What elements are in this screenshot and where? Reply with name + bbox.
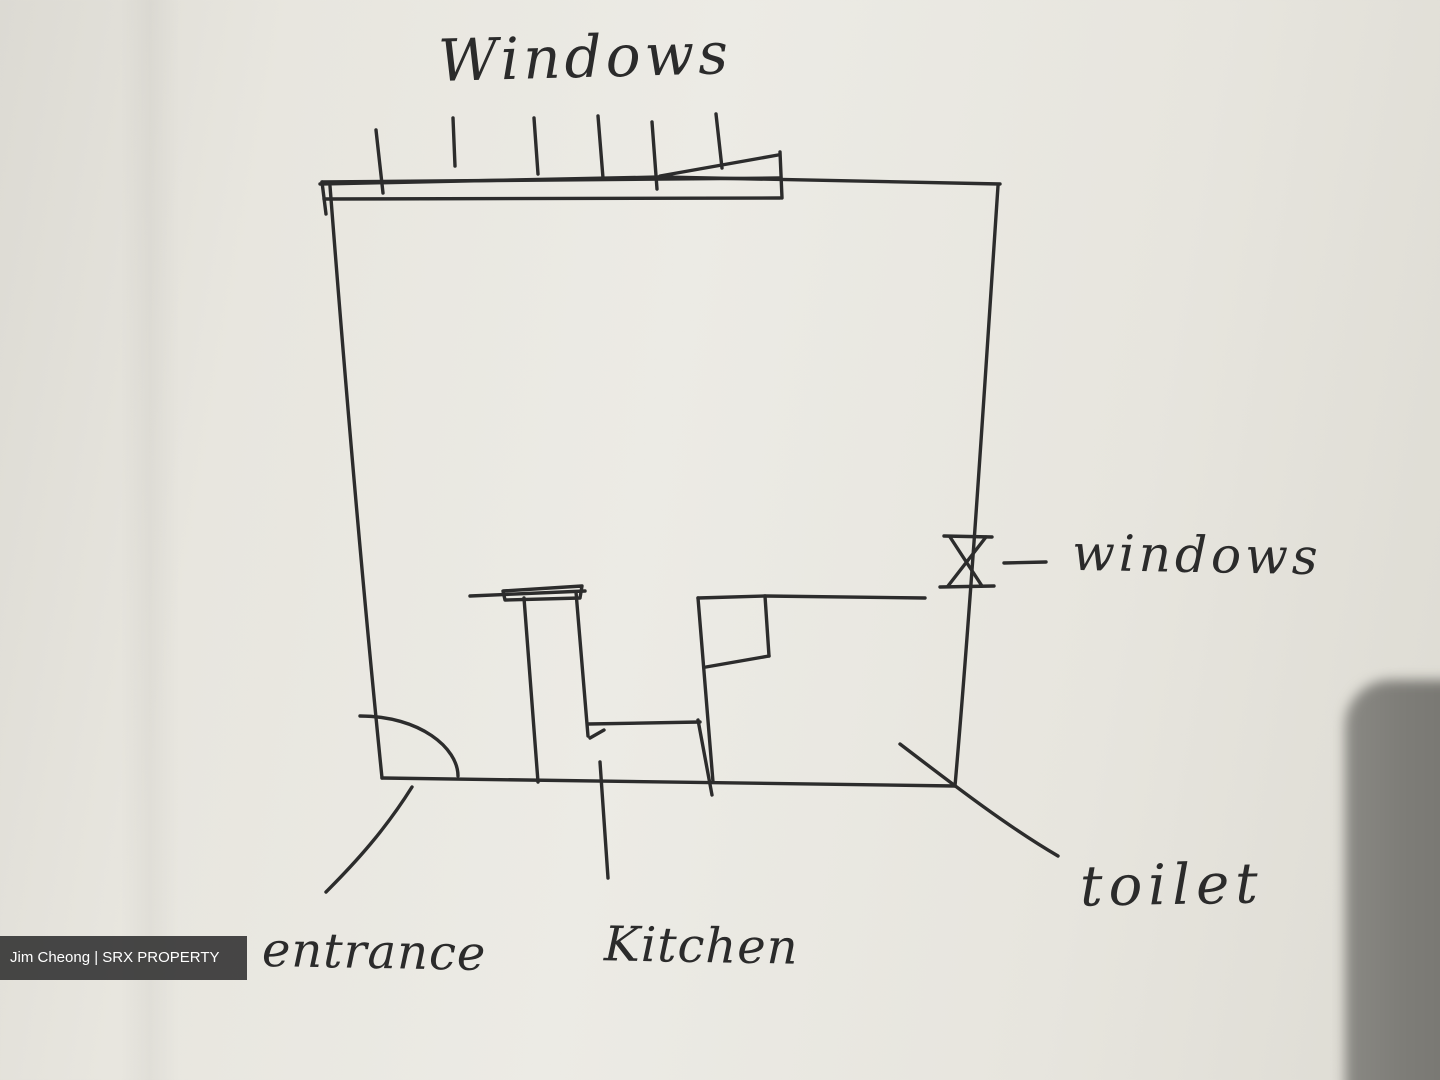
watermark-banner: Jim Cheong | SRX PROPERTY (0, 936, 247, 980)
toilet-wall-box-bottom (704, 654, 771, 669)
toilet-walls (696, 594, 927, 784)
top-windows-label: Windows (437, 19, 733, 95)
window-strip-left-end (320, 180, 328, 216)
window-tick-2 (451, 116, 457, 168)
top-window-strip (320, 112, 784, 216)
entrance-label: entrance (261, 922, 487, 982)
window-tick-5 (650, 120, 659, 191)
kitchen-inner-line (588, 728, 606, 740)
side-window-leader-line (1002, 560, 1048, 565)
side-windows-label: windows (1071, 523, 1323, 587)
side-window-symbol (938, 534, 1048, 589)
kitchen-wall-right (696, 718, 714, 797)
window-tick-3 (532, 116, 540, 176)
kitchen-leader-line (598, 760, 610, 880)
kitchen-label: Kitchen (603, 916, 800, 976)
toilet-wall-left (696, 596, 715, 784)
outer-wall-right (953, 184, 1000, 788)
window-tick-4 (596, 114, 605, 180)
finger-shadow (1345, 680, 1440, 1080)
kitchen-wall-ledge (586, 720, 702, 726)
paper-fold-shading (120, 0, 180, 1080)
outer-wall-bottom (380, 776, 957, 788)
toilet-label: toilet (1079, 851, 1265, 920)
kitchen-wall-mid (574, 590, 590, 738)
window-strip-upper-line (320, 176, 782, 184)
kitchen-counter-top (501, 584, 584, 602)
kitchen-wall-left (522, 596, 540, 784)
window-strip-right-end (778, 150, 784, 200)
toilet-wall-box-right (763, 594, 771, 658)
window-strip-lower-line (322, 196, 782, 201)
toilet-wall-top (696, 594, 927, 600)
entrance-leader-line (324, 785, 414, 894)
entrance-door-arc (358, 714, 460, 778)
toilet-leader-line (898, 742, 1060, 858)
side-window-cross-b (946, 535, 988, 588)
kitchen-top-short-line (468, 589, 587, 598)
window-tick-1 (374, 128, 385, 195)
window-tick-6 (714, 112, 724, 170)
outer-wall-left (328, 184, 384, 780)
kitchen-walls (468, 584, 714, 797)
window-strip-diagonal (658, 153, 780, 178)
